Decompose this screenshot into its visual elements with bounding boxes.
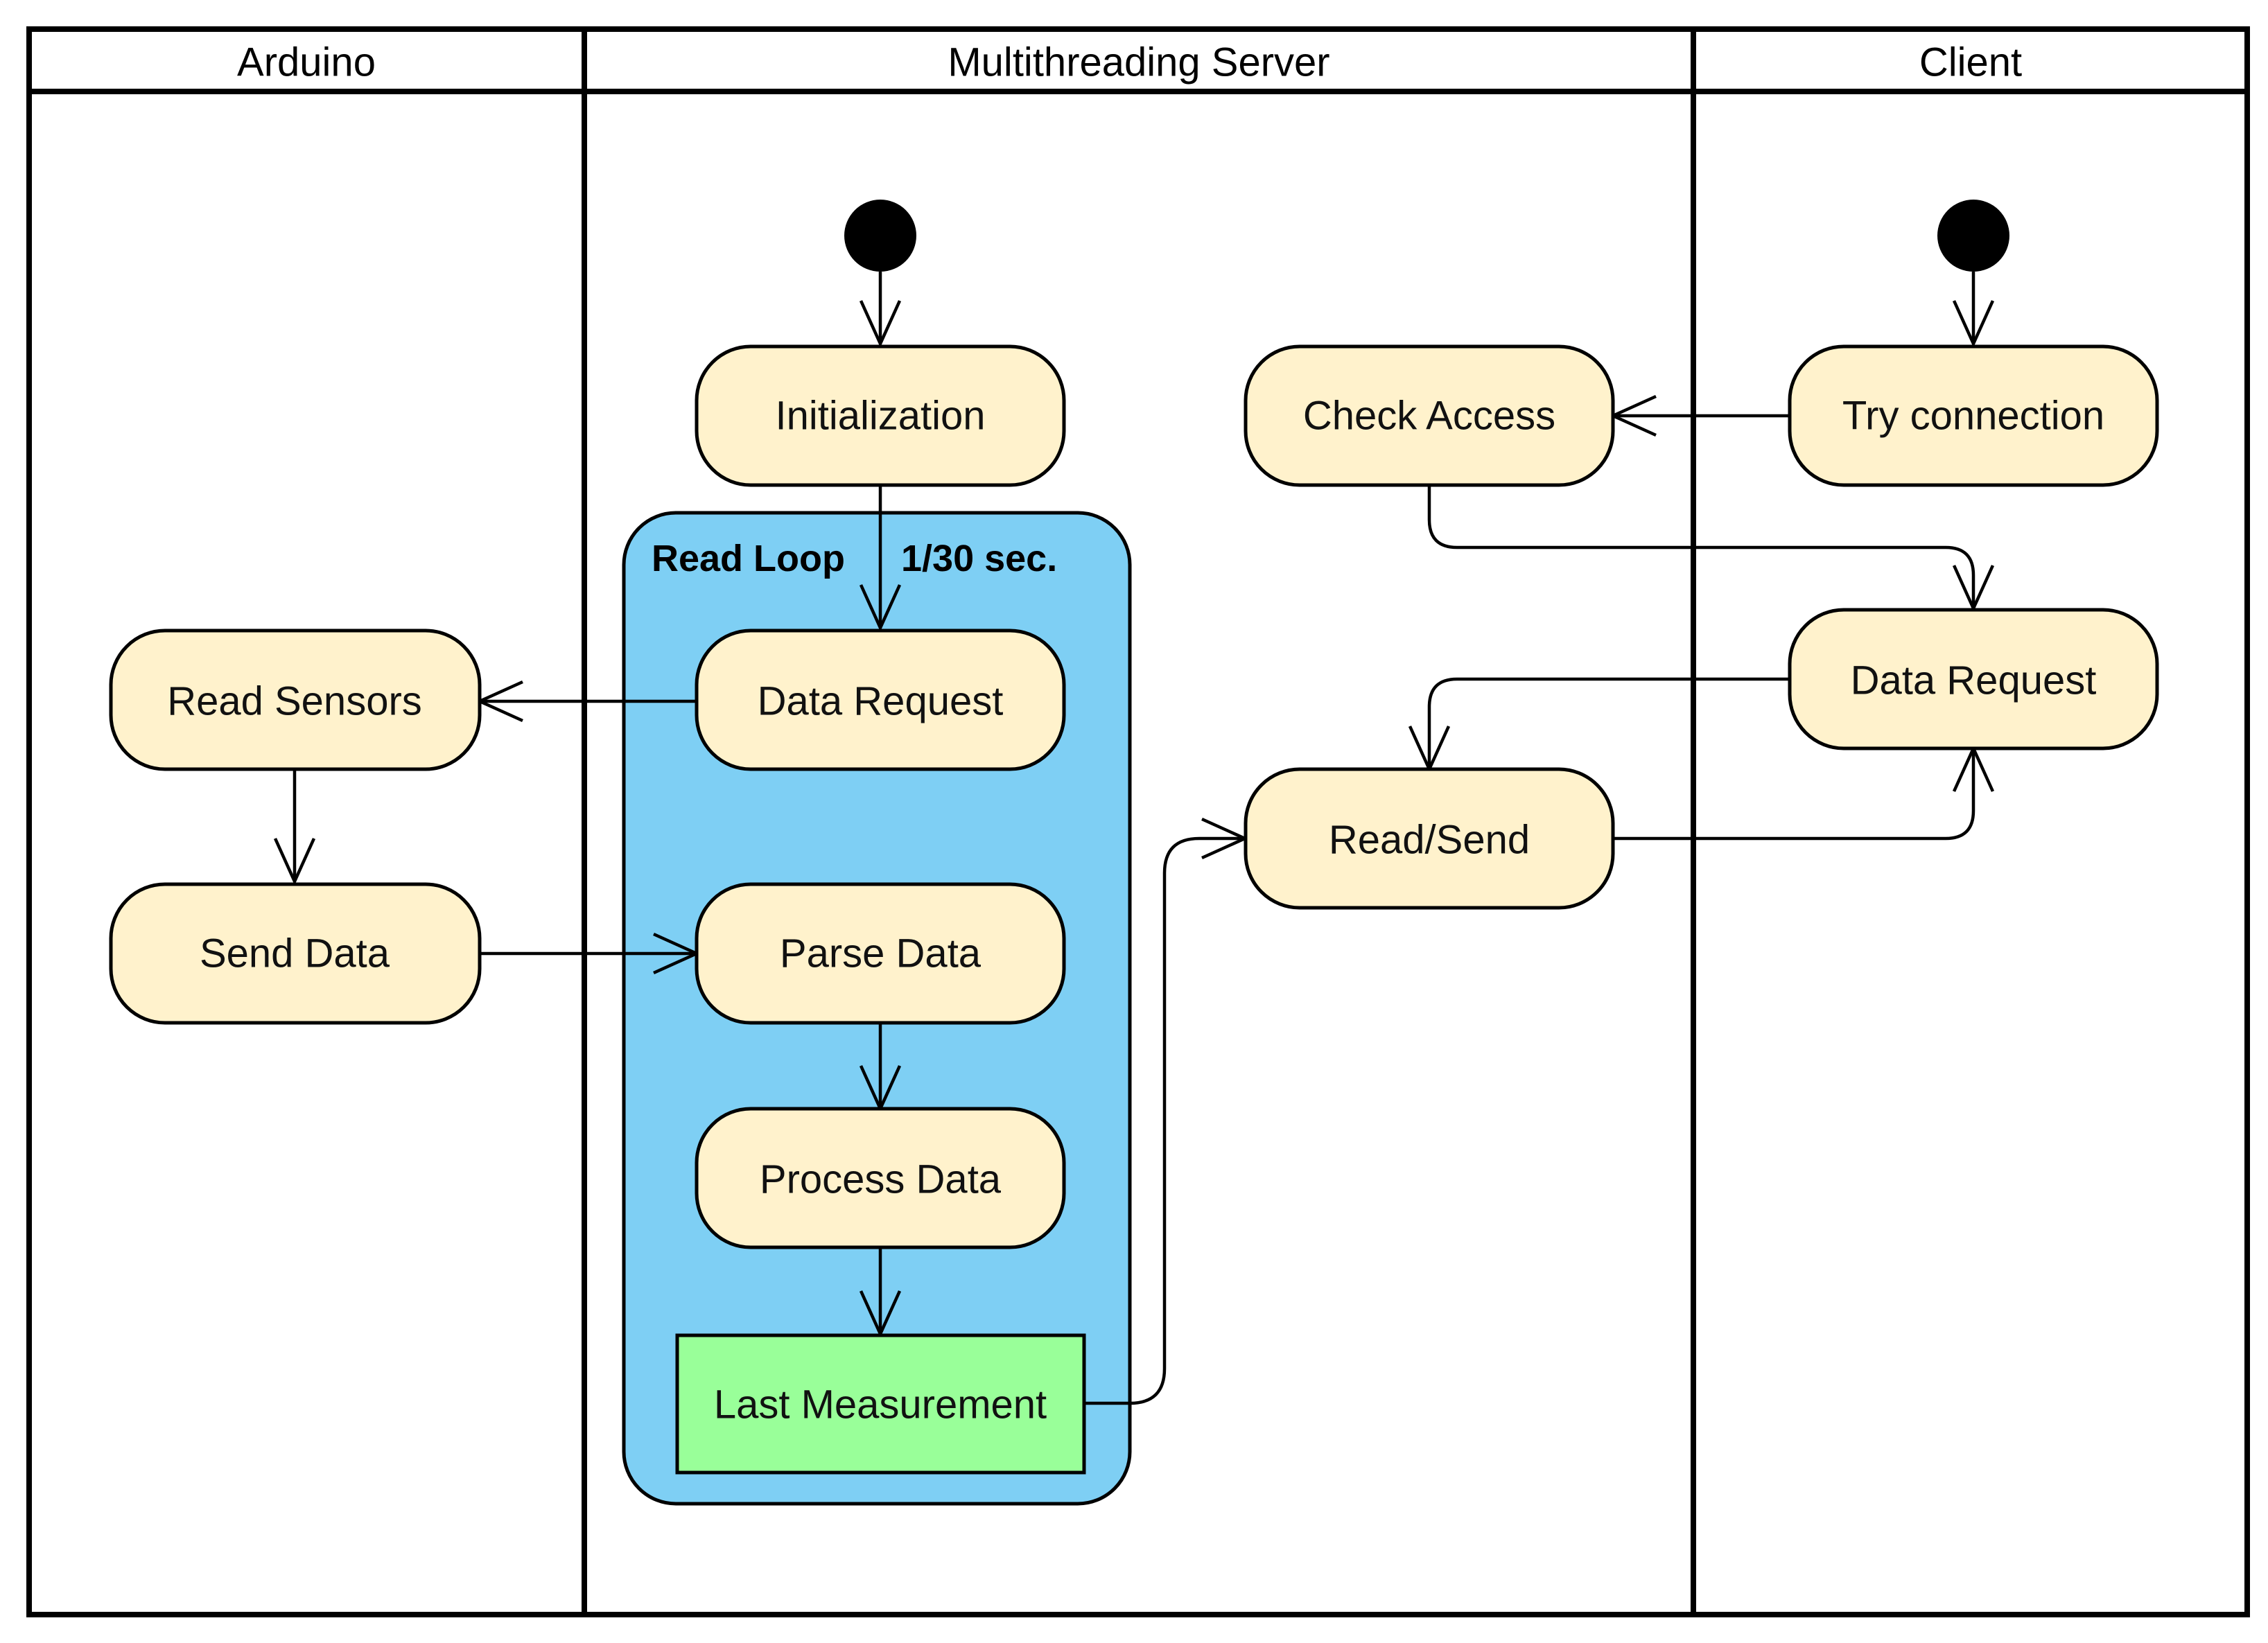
edges — [273, 272, 1995, 1405]
action-data-request-server: Data Request — [695, 629, 1066, 771]
action-check-access: Check Access — [1244, 344, 1615, 487]
action-try-connection: Try connection — [1788, 344, 2159, 487]
data-request-client-label: Data Request — [1851, 658, 2097, 703]
edge-lastmeasurement-readsend — [1084, 836, 1245, 1405]
check-access-label: Check Access — [1303, 394, 1555, 439]
initialization-label: Initialization — [775, 394, 985, 439]
action-send-data: Send Data — [109, 882, 482, 1025]
action-process-data: Process Data — [695, 1107, 1066, 1249]
loop-name: Read Loop — [652, 538, 845, 579]
process-data-label: Process Data — [760, 1157, 1002, 1202]
data-request-server-label: Data Request — [758, 679, 1004, 724]
parse-data-label: Parse Data — [780, 931, 982, 976]
object-last-measurement: Last Measurement — [675, 1333, 1086, 1475]
edge-readsend-datarequest — [1613, 748, 1975, 841]
try-connection-label: Try connection — [1842, 394, 2104, 439]
action-parse-data: Parse Data — [695, 882, 1066, 1025]
action-initialization: Initialization — [695, 344, 1066, 487]
edge-checkaccess-datarequest — [1427, 485, 1975, 608]
loop-rate: 1/30 sec. — [901, 538, 1057, 579]
client-initial-node — [1937, 200, 2009, 272]
action-read-sensors: Read Sensors — [109, 629, 482, 771]
read-sensors-label: Read Sensors — [167, 679, 422, 724]
send-data-label: Send Data — [200, 931, 390, 976]
lane-title-client: Client — [1919, 40, 2022, 85]
swimlane-frame — [26, 26, 2250, 1617]
server-initial-node — [844, 200, 916, 272]
lane-title-server: Multithreading Server — [948, 40, 1329, 85]
read-send-label: Read/Send — [1329, 818, 1530, 863]
edge-datarequest-readsend — [1427, 677, 1790, 769]
last-measurement-label: Last Measurement — [714, 1382, 1047, 1427]
action-data-request-client: Data Request — [1788, 608, 2159, 750]
lane-title-arduino: Arduino — [237, 40, 376, 85]
action-read-send: Read/Send — [1244, 767, 1615, 910]
